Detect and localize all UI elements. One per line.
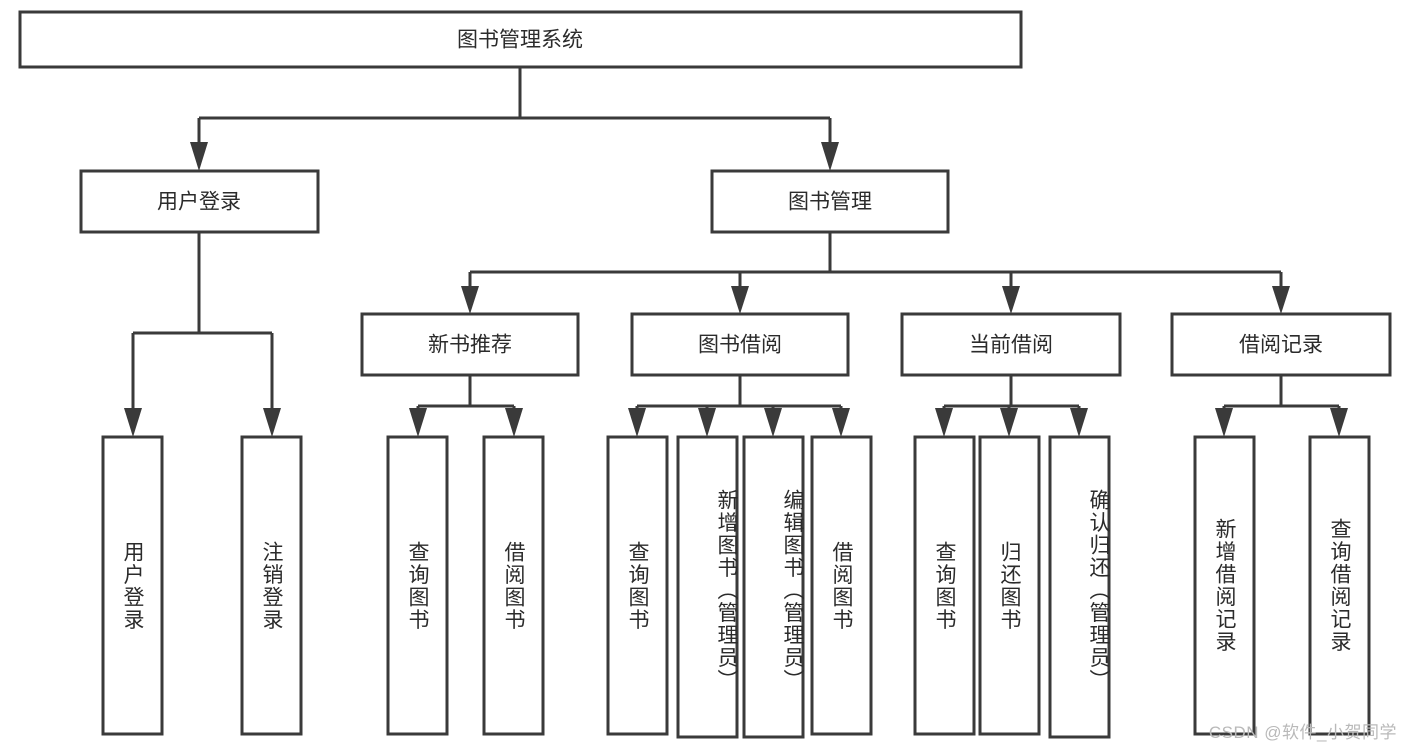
label-current-borrow: 当前借阅 (969, 334, 1053, 357)
connector-group (124, 67, 1348, 437)
arrowhead-leaf-query-record (1330, 408, 1348, 437)
node-borrow-record[interactable] (1170, 312, 1392, 377)
arrowhead-leaf-add-record (1215, 408, 1233, 437)
node-leaf-borrow-book[interactable] (810, 435, 873, 736)
label-user-login: 用户登录 (157, 191, 241, 214)
arrowhead-user-login (190, 142, 208, 171)
node-leaf-logout[interactable] (240, 435, 303, 736)
arrowhead-leaf-return-book (1000, 408, 1018, 437)
csdn-watermark: CSDN @软件_小贺同学 (1208, 723, 1397, 742)
node-leaf-user-login[interactable] (101, 435, 164, 736)
node-leaf-borrow-query-book[interactable] (606, 435, 669, 736)
node-leaf-query-record[interactable] (1308, 435, 1371, 736)
arrowhead-book-manage (821, 142, 839, 171)
label-new-book-rec: 新书推荐 (428, 334, 512, 357)
node-leaf-add-record[interactable] (1193, 435, 1256, 736)
label-borrow-record: 借阅记录 (1239, 334, 1323, 357)
arrowhead-borrow-record (1272, 286, 1290, 314)
node-leaf-confirm-return[interactable] (1048, 435, 1111, 739)
arrowhead-leaf-cur-query-book (935, 408, 953, 437)
node-book-borrow[interactable] (630, 312, 850, 377)
node-book-manage[interactable] (710, 169, 950, 234)
arrowhead-leaf-borrow-book (832, 408, 850, 437)
node-leaf-rec-borrow-book[interactable] (482, 435, 545, 736)
arrowhead-leaf-logout (263, 408, 281, 437)
arrowhead-leaf-rec-query-book (409, 408, 427, 437)
arrowhead-leaf-user-login (124, 408, 142, 437)
node-leaf-rec-query-book[interactable] (386, 435, 449, 736)
node-box-group (18, 10, 1392, 739)
node-user-login[interactable] (79, 169, 320, 234)
label-root: 图书管理系统 (457, 29, 583, 52)
arrowhead-leaf-rec-borrow-book (505, 408, 523, 437)
node-leaf-add-book[interactable] (676, 435, 739, 739)
node-leaf-edit-book[interactable] (742, 435, 805, 739)
arrowhead-leaf-add-book (698, 408, 716, 437)
node-current-borrow[interactable] (900, 312, 1122, 377)
arrowhead-book-borrow (731, 286, 749, 314)
horizontal-label-group: 图书管理系统 用户登录 图书管理 新书推荐 图书借阅 当前借阅 借阅记录 (157, 29, 1323, 357)
arrowhead-leaf-confirm-return (1070, 408, 1088, 437)
label-book-manage: 图书管理 (788, 191, 872, 214)
arrowhead-leaf-borrow-query-book (628, 408, 646, 437)
arrowhead-current-borrow (1002, 286, 1020, 314)
node-root[interactable] (18, 10, 1023, 69)
arrowhead-leaf-edit-book (764, 408, 782, 437)
arrowhead-new-book-rec (461, 286, 479, 314)
node-new-book-rec[interactable] (360, 312, 580, 377)
node-leaf-cur-query-book[interactable] (913, 435, 976, 736)
label-book-borrow: 图书借阅 (698, 334, 782, 357)
node-leaf-return-book[interactable] (978, 435, 1041, 736)
